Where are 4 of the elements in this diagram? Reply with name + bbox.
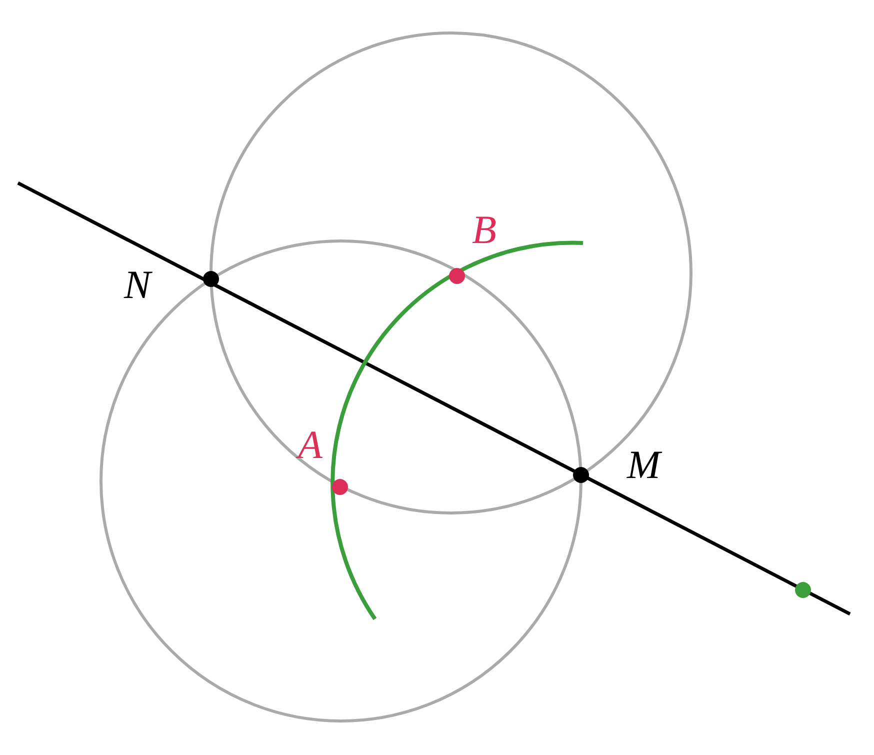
point-label: N — [124, 265, 151, 305]
point-label: A — [298, 425, 322, 465]
point-label: B — [472, 210, 496, 250]
point-label: M — [627, 445, 660, 485]
